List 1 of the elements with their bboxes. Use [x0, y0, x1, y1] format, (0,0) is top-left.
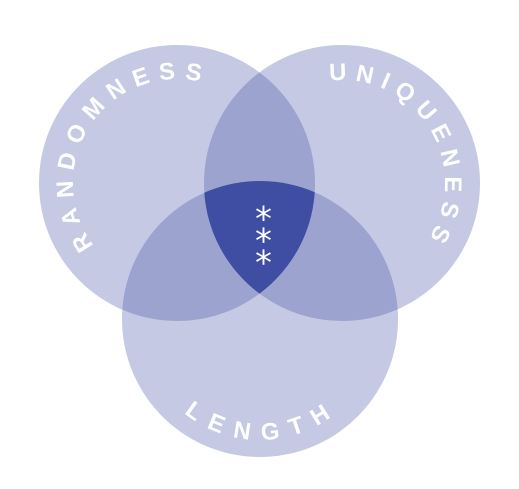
- center-overlap: * * *: [256, 206, 271, 265]
